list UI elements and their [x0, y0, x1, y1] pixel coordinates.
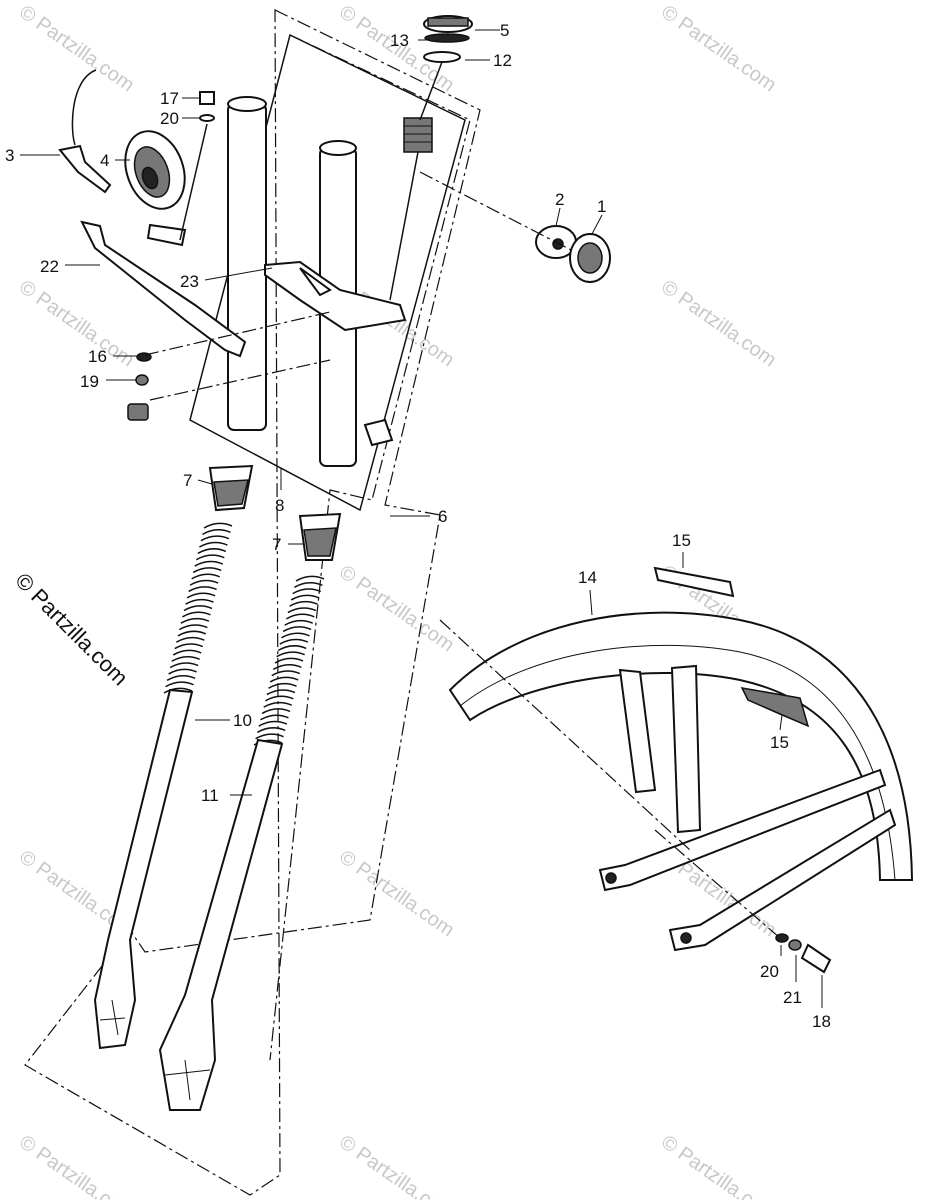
top-cap: [419, 15, 473, 121]
label-15b: 15: [770, 733, 789, 752]
fender-bolt-set: [775, 933, 832, 974]
steering-stem: [389, 117, 433, 301]
bracket-clip: [363, 418, 394, 447]
fender-brace-lower: [740, 687, 810, 728]
label-10: 10: [233, 711, 252, 730]
fork-inner-outline: [269, 34, 471, 1061]
watermark: © Partzilla.com: [15, 1131, 138, 1200]
watermark: © Partzilla.com: [657, 276, 780, 371]
part-labels: 1 2 3 4 5 6 7 7 8 10 11 12 13 14 15 15 1…: [5, 21, 831, 1031]
wire-clamp: [58, 69, 112, 194]
label-19: 19: [80, 372, 99, 391]
front-fender: [439, 611, 914, 952]
watermark: © Partzilla.com: [335, 561, 458, 656]
label-6: 6: [438, 507, 447, 526]
label-14: 14: [578, 568, 597, 587]
bracket-arm: [299, 267, 332, 297]
label-12: 12: [493, 51, 512, 70]
label-21: 21: [783, 988, 802, 1007]
label-11: 11: [201, 786, 219, 805]
fork-spring-left: [163, 522, 233, 694]
label-13: 13: [390, 31, 409, 50]
label-20b: 20: [760, 962, 779, 981]
stem-leader: [419, 171, 576, 253]
left-fork-tube: [227, 96, 267, 431]
dust-seal-left: [208, 464, 254, 512]
bracket-outline: [189, 33, 466, 512]
under-bracket: [264, 260, 407, 332]
label-17: 17: [160, 89, 179, 108]
label-16: 16: [88, 347, 107, 366]
horn-bolt: [179, 91, 215, 241]
label-20a: 20: [160, 109, 179, 128]
fender-brace-upper: [653, 566, 735, 598]
brand-watermark: © Partzilla.com: [10, 568, 133, 691]
label-7a: 7: [183, 471, 192, 490]
label-22: 22: [40, 257, 59, 276]
watermark: © Partzilla.com: [15, 276, 138, 371]
watermark: © Partzilla.com: [15, 1, 138, 96]
stem-cap: [569, 233, 611, 283]
watermark: © Partzilla.com: [657, 1, 780, 96]
label-3: 3: [5, 146, 14, 165]
label-4: 4: [100, 151, 109, 170]
watermark: © Partzilla.com: [335, 1131, 458, 1200]
leader-lines: [20, 29, 823, 1008]
dust-seal-right: [298, 512, 342, 561]
label-8: 8: [275, 496, 284, 515]
left-lower-leg: [93, 688, 194, 1050]
nuts-16-19: [127, 311, 331, 421]
horn: [124, 130, 187, 247]
label-23: 23: [180, 272, 199, 291]
watermark: © Partzilla.com: [335, 846, 458, 941]
right-lower-leg: [158, 738, 284, 1111]
watermark: © Partzilla.com: [657, 1131, 780, 1200]
label-1: 1: [597, 197, 606, 216]
label-2: 2: [555, 190, 564, 209]
label-5: 5: [500, 21, 509, 40]
headlight-stay: [80, 220, 247, 358]
label-18: 18: [812, 1012, 831, 1031]
label-15a: 15: [672, 531, 691, 550]
label-7b: 7: [272, 535, 281, 554]
fork-assembly-outline: [24, 9, 481, 1196]
fork-spring-right: [253, 575, 325, 746]
